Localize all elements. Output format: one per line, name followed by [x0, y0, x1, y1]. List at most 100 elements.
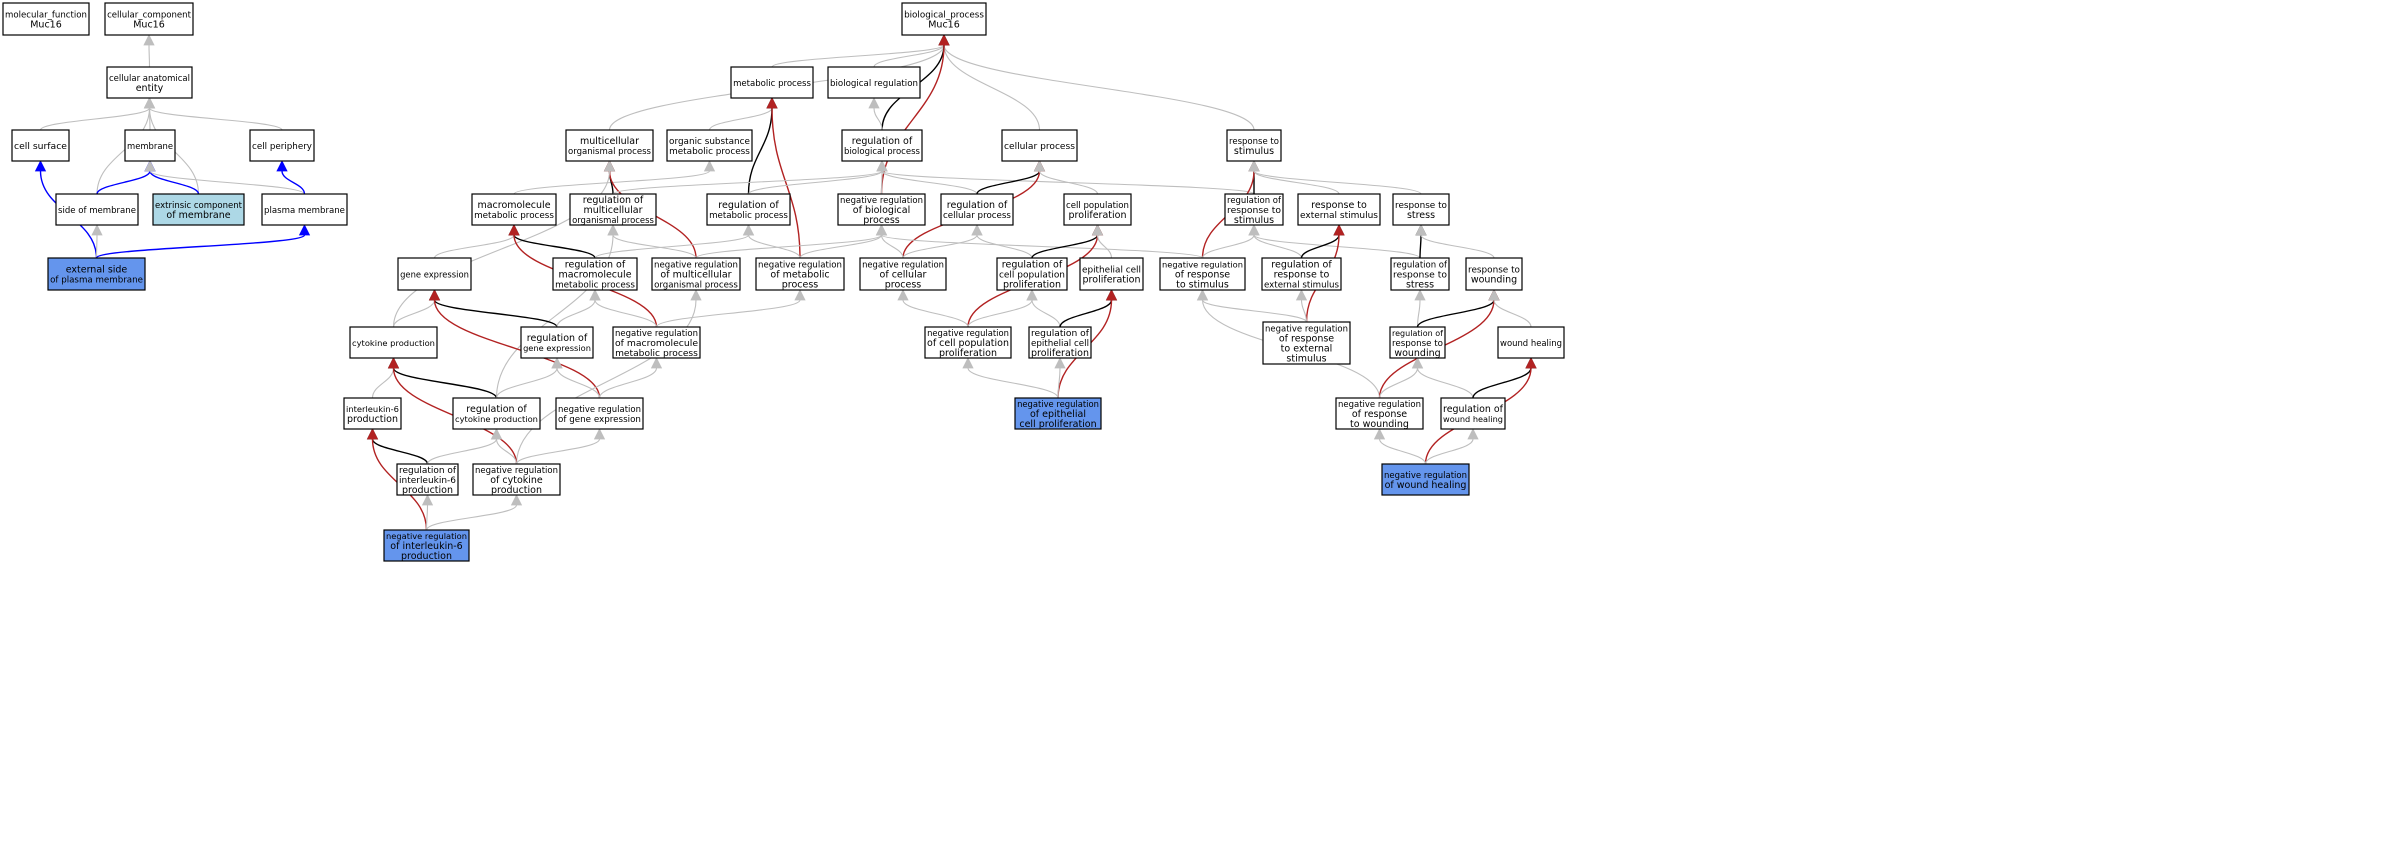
edge-is-a	[1472, 357, 1537, 399]
edge-line	[148, 107, 283, 131]
edge-line	[873, 107, 883, 131]
edge-line	[1472, 367, 1532, 399]
edge-line	[1253, 170, 1422, 195]
edge-line	[1059, 299, 1113, 328]
edge-line	[976, 170, 1041, 195]
node-label-line: biological process	[844, 147, 920, 157]
edge-line	[513, 234, 596, 259]
node-box	[520, 326, 594, 359]
edge-line	[1416, 299, 1495, 328]
node-box	[152, 193, 245, 226]
edge-line	[149, 170, 200, 195]
go-term-node[interactable]: wound healing	[1497, 326, 1565, 359]
edge-default	[875, 224, 1204, 259]
edge-arrowhead	[144, 160, 156, 172]
edge-line	[1201, 234, 1255, 259]
edge-default	[144, 160, 306, 195]
edge-line	[95, 234, 306, 259]
node-label-line: negative regulation	[927, 328, 1009, 338]
go-term-node[interactable]: cell periphery	[249, 129, 315, 162]
edge-arrowhead	[551, 357, 563, 369]
node-label-line: of response	[1175, 269, 1230, 280]
node-box	[1297, 193, 1381, 226]
edge-default	[515, 428, 606, 465]
node-box	[1465, 257, 1523, 291]
node-label-line: negative regulation	[1338, 400, 1421, 410]
node-label-line: negative regulation	[758, 260, 842, 270]
go-term-node[interactable]: plasma membrane	[261, 193, 348, 226]
edge-line	[771, 44, 945, 68]
go-term-node[interactable]: biological regulation	[827, 66, 921, 99]
node-box	[452, 397, 541, 430]
go-term-node[interactable]: gene expression	[397, 257, 472, 291]
go-term-node[interactable]: cell surface	[11, 129, 70, 162]
edge-arrowhead	[1105, 289, 1118, 301]
node-label-line: to stimulus	[1176, 279, 1229, 290]
edge-line	[515, 438, 601, 465]
go-term-node[interactable]: metabolic process	[730, 66, 814, 99]
edge-line	[943, 44, 1041, 131]
node-label-line: entity	[136, 83, 164, 94]
node-label-line: of multicellular	[660, 269, 731, 280]
edge-arrowhead	[938, 34, 950, 46]
edge-arrowhead	[603, 160, 616, 172]
go-term-node[interactable]: membrane	[124, 129, 176, 162]
node-box	[651, 257, 741, 291]
go-term-node[interactable]: cellular process	[1001, 129, 1078, 162]
node-label-line: regulation of	[1227, 196, 1282, 206]
node-label-line: membrane	[127, 141, 173, 151]
go-term-node[interactable]: side of membrane	[55, 193, 139, 226]
go-term-node[interactable]: cytokine production	[349, 326, 438, 359]
edge-line	[1378, 438, 1427, 465]
node-box	[472, 463, 561, 496]
node-box	[552, 257, 638, 291]
node-label-line: molecular_function	[5, 10, 87, 20]
edge-default	[421, 494, 434, 531]
